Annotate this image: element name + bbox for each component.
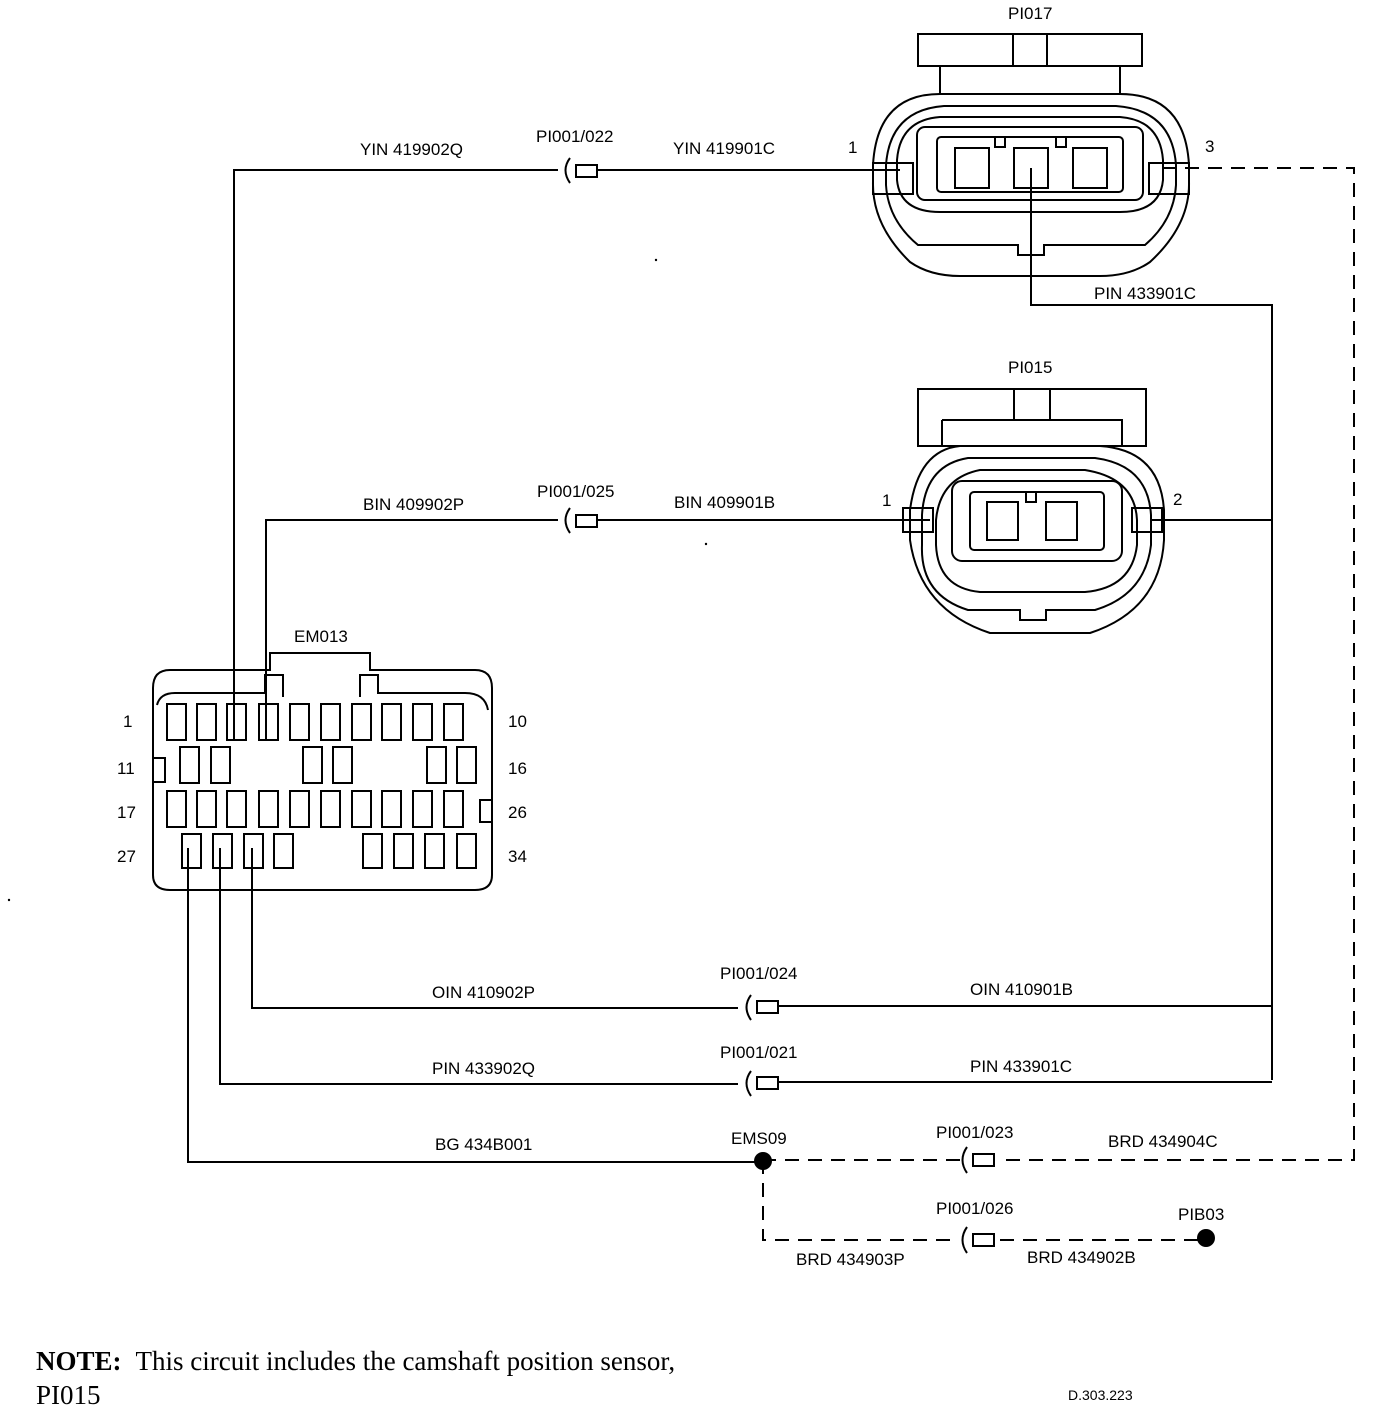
note-body: This circuit includes the camshaft posit…: [36, 1346, 676, 1410]
splice-pib03: [1197, 1229, 1215, 1247]
note-text: NOTE:This circuit includes the camshaft …: [36, 1344, 736, 1412]
em013-pin-cavity: [243, 833, 264, 869]
em013-row4-left: 27: [117, 847, 136, 866]
label-pi001-026: PI001/026: [936, 1199, 1014, 1218]
em013-pin-cavity: [212, 833, 233, 869]
label-pi001-024: PI001/024: [720, 964, 798, 983]
em013-row1-right: 10: [508, 712, 527, 731]
em013-pin-cavity: [332, 746, 353, 784]
wire-label-brd-bottom-right: BRD 434902B: [1027, 1248, 1136, 1267]
label-ems09: EMS09: [731, 1129, 787, 1148]
em013-pin-cavity: [196, 790, 217, 828]
em013-pin-cavity: [258, 790, 279, 828]
label-pi001-025: PI001/025: [537, 482, 615, 501]
em013-row1-left: 1: [123, 712, 132, 731]
wire-pin-bottom: [219, 848, 1272, 1085]
wire-yin: [233, 169, 900, 740]
label-pi001-021: PI001/021: [720, 1043, 798, 1062]
label-pi015: PI015: [1008, 358, 1052, 377]
wire-label-bg: BG 434B001: [435, 1135, 532, 1154]
em013-pin-cavity: [320, 703, 341, 741]
em013-pin-cavity: [351, 703, 372, 741]
em013-row2-left: 11: [117, 759, 135, 778]
wire-label-bin-left: BIN 409902P: [363, 495, 464, 514]
em013-pin-cavity: [166, 790, 187, 828]
inline-connector-pi001-024: [745, 994, 779, 1021]
wire-bin: [265, 519, 930, 740]
em013-pin-cavity: [273, 833, 294, 869]
connector-pi015: [902, 388, 1165, 634]
em013-pin-cavity: [412, 790, 433, 828]
em013-row3-left: 17: [117, 803, 136, 822]
label-pi001-023: PI001/023: [936, 1123, 1014, 1142]
em013-pin-cavity: [166, 703, 187, 741]
wire-label-oin-left: OIN 410902P: [432, 983, 535, 1002]
wire-pin-top: [1030, 168, 1273, 1080]
label-pi017: PI017: [1008, 4, 1052, 23]
wire-bg: [187, 848, 763, 1163]
em013-pin-cavity: [196, 703, 217, 741]
em013-pin-cavity: [302, 746, 323, 784]
em013-pin-cavity: [456, 833, 477, 869]
em013-pin-cavity: [179, 746, 200, 784]
em013-row4-right: 34: [508, 847, 527, 866]
em013-pin-cavity: [226, 790, 247, 828]
em013-pin-cavity: [443, 703, 464, 741]
em013-row3-right: 26: [508, 803, 527, 822]
inline-connector-pi001-026: [961, 1226, 995, 1254]
wire-label-brd-top-right: BRD 434904C: [1108, 1132, 1218, 1151]
label-pib03: PIB03: [1178, 1205, 1224, 1224]
em013-pin-cavity: [412, 703, 433, 741]
em013-pin-cavity: [381, 703, 402, 741]
pi017-pin-1-label: 1: [848, 138, 857, 157]
wire-label-pin-top: PIN 433901C: [1094, 284, 1196, 303]
splice-ems09: [754, 1152, 772, 1170]
inline-connector-pi001-025: [564, 507, 598, 534]
wire-label-brd-bottom-left: BRD 434903P: [796, 1250, 905, 1269]
pi015-pin-2-label: 2: [1173, 490, 1182, 509]
wire-oin: [251, 848, 1272, 1009]
em013-pin-cavity: [424, 833, 445, 869]
wire-label-pin-left: PIN 433902Q: [432, 1059, 535, 1078]
drawing-code: D.303.223: [1068, 1387, 1133, 1403]
em013-pin-cavity: [258, 703, 279, 741]
em013-pin-cavity: [226, 703, 247, 741]
wire-label-oin-right: OIN 410901B: [970, 980, 1073, 999]
em013-pin-cavity: [181, 833, 202, 869]
wire-label-yin-left: YIN 419902Q: [360, 140, 463, 159]
label-em013: EM013: [294, 627, 348, 646]
label-pi001-022: PI001/022: [536, 127, 614, 146]
em013-pin-cavity: [443, 790, 464, 828]
wire-brd: [762, 167, 1355, 1241]
wire-label-yin-right: YIN 419901C: [673, 139, 775, 158]
pi015-pin-1-label: 1: [882, 491, 891, 510]
em013-pin-cavity: [351, 790, 372, 828]
em013-pin-cavity: [381, 790, 402, 828]
note-label: NOTE:: [36, 1346, 122, 1376]
inline-connector-pi001-023: [961, 1146, 995, 1174]
wire-label-bin-right: BIN 409901B: [674, 493, 775, 512]
connector-em013: [152, 652, 493, 891]
em013-pin-cavity: [362, 833, 383, 869]
em013-pin-cavity: [393, 833, 414, 869]
em013-pin-cavity: [289, 703, 310, 741]
em013-pin-cavity: [456, 746, 477, 784]
connector-pi017: [871, 33, 1191, 277]
em013-row2-right: 16: [508, 759, 527, 778]
inline-connector-pi001-021: [745, 1070, 779, 1097]
em013-pin-cavity: [320, 790, 341, 828]
inline-connector-pi001-022: [564, 157, 598, 184]
em013-pin-cavity: [210, 746, 231, 784]
em013-pin-cavity: [426, 746, 447, 784]
wire-label-pin-right: PIN 433901C: [970, 1057, 1072, 1076]
pi017-pin-3-label: 3: [1205, 137, 1214, 156]
em013-pin-cavity: [289, 790, 310, 828]
